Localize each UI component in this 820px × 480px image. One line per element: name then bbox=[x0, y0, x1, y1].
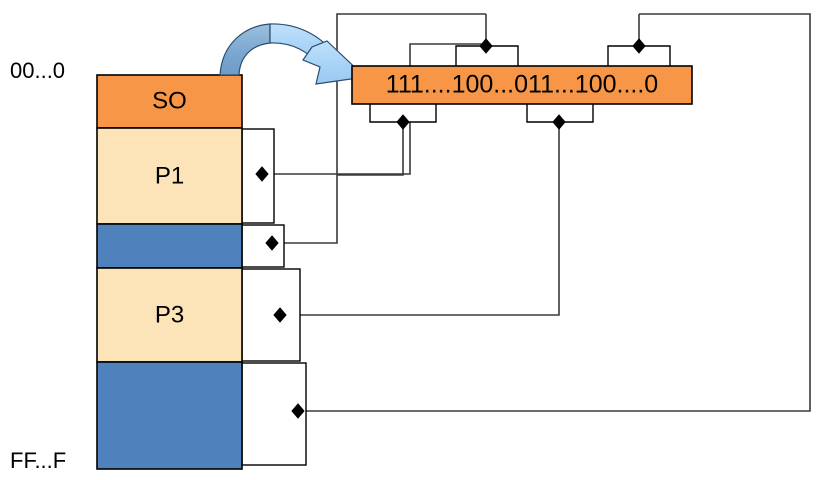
memory-bracket-layer bbox=[241, 128, 307, 466]
segment-p3[interactable] bbox=[96, 267, 243, 363]
bracket-p1 bbox=[241, 128, 275, 224]
segment-so-label: SO bbox=[152, 87, 187, 114]
bracket-free-1 bbox=[241, 224, 285, 268]
marker-tap-bottomleft-diamond bbox=[396, 114, 410, 130]
marker-tap-bottomright-diamond bbox=[552, 114, 566, 130]
connector-bitmap-bottomleft-stem bbox=[337, 121, 404, 176]
segment-free-2[interactable] bbox=[96, 361, 243, 470]
marker-tap-topright-diamond bbox=[632, 38, 646, 54]
address-label-bottom: FF...F bbox=[10, 448, 66, 473]
segment-p1-label: P1 bbox=[155, 162, 184, 189]
bracket-p3 bbox=[241, 268, 301, 362]
connector-free2-path bbox=[298, 13, 811, 412]
connector-markers bbox=[255, 38, 646, 419]
curved-copy-arrow-tail-dark bbox=[219, 23, 271, 76]
segment-p3-label: P3 bbox=[155, 301, 184, 328]
segment-free-1[interactable] bbox=[96, 223, 243, 269]
bitmap-tap-brackets bbox=[369, 45, 671, 123]
marker-free1-diamond bbox=[265, 235, 279, 251]
marker-tap-topleft-diamond bbox=[479, 38, 493, 54]
connector-layer bbox=[262, 13, 811, 412]
marker-p3-diamond bbox=[273, 307, 287, 323]
marker-p1-diamond bbox=[255, 166, 269, 182]
curved-copy-arrow bbox=[219, 23, 367, 85]
memory-column bbox=[96, 74, 243, 470]
bitmap-bar[interactable] bbox=[351, 65, 693, 105]
connector-p3-path bbox=[280, 121, 560, 316]
segment-so[interactable] bbox=[96, 74, 243, 129]
segment-p1[interactable] bbox=[96, 127, 243, 225]
bitmap-bar-label: 111....100...011...100....0 bbox=[386, 71, 658, 99]
address-label-top: 00...0 bbox=[10, 58, 65, 83]
connector-free1-path bbox=[272, 13, 486, 244]
marker-free2-diamond bbox=[291, 403, 305, 419]
